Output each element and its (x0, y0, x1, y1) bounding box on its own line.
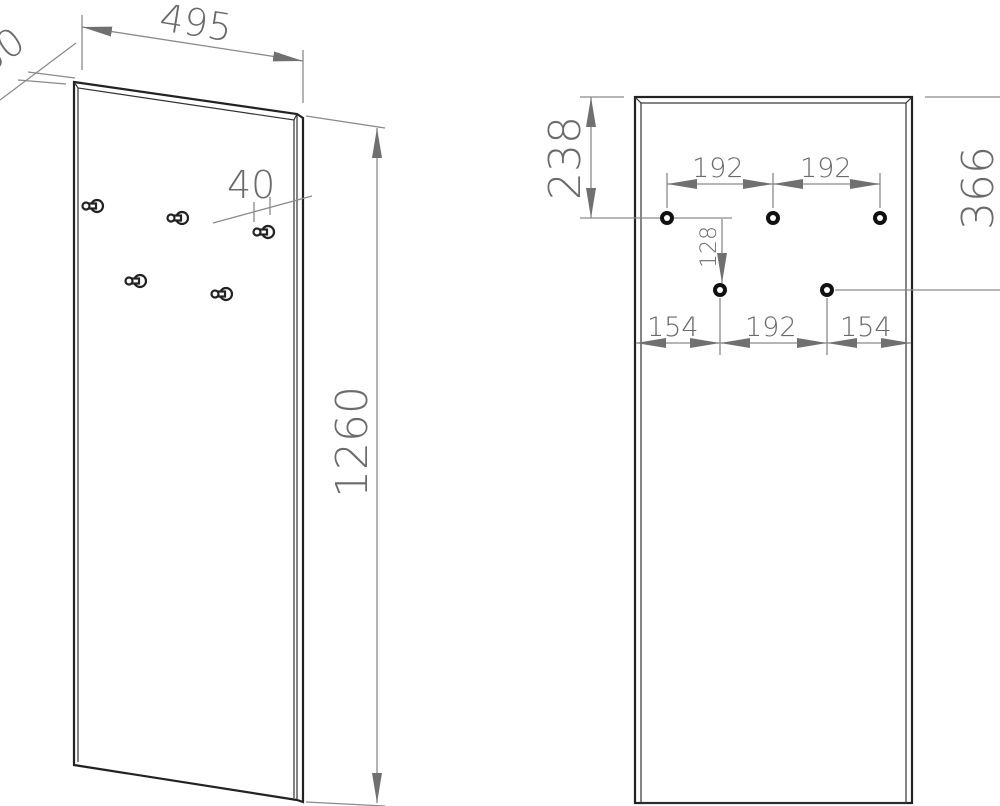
hooks (81, 198, 276, 302)
hook-icon (166, 210, 190, 226)
hook-icon (124, 273, 148, 289)
hook-offset-dimension: 40 (227, 163, 275, 207)
vertical-spacing-dimension: 128 (697, 226, 722, 268)
bottom-spacing-dimension-1: 154 (647, 312, 699, 343)
front-view: 238 366 192 192 128 154 192 154 (540, 95, 1000, 805)
top-offset-dimension: 238 (540, 116, 591, 200)
height-dimension: 1260 (327, 386, 378, 498)
top-spacing-dimension-1: 192 (692, 153, 744, 184)
top-spacing-dimension-2: 192 (800, 153, 852, 184)
hook-icon (252, 224, 276, 240)
hole-icon (713, 283, 727, 297)
hole-icon (820, 283, 834, 297)
hole-icon (766, 211, 780, 225)
hole-icon (660, 211, 674, 225)
hole-icon (873, 211, 887, 225)
lower-hook-offset-dimension: 366 (953, 146, 1000, 230)
bottom-spacing-dimension-3: 154 (840, 312, 892, 343)
hook-icon (81, 198, 105, 214)
hook-icon (210, 286, 234, 302)
depth-dimension: 30 (0, 19, 33, 83)
perspective-view: 495 30 40 1260 (0, 0, 386, 806)
width-dimension: 495 (157, 0, 236, 50)
bottom-spacing-dimension-2: 192 (745, 312, 797, 343)
mounting-holes (660, 211, 887, 297)
